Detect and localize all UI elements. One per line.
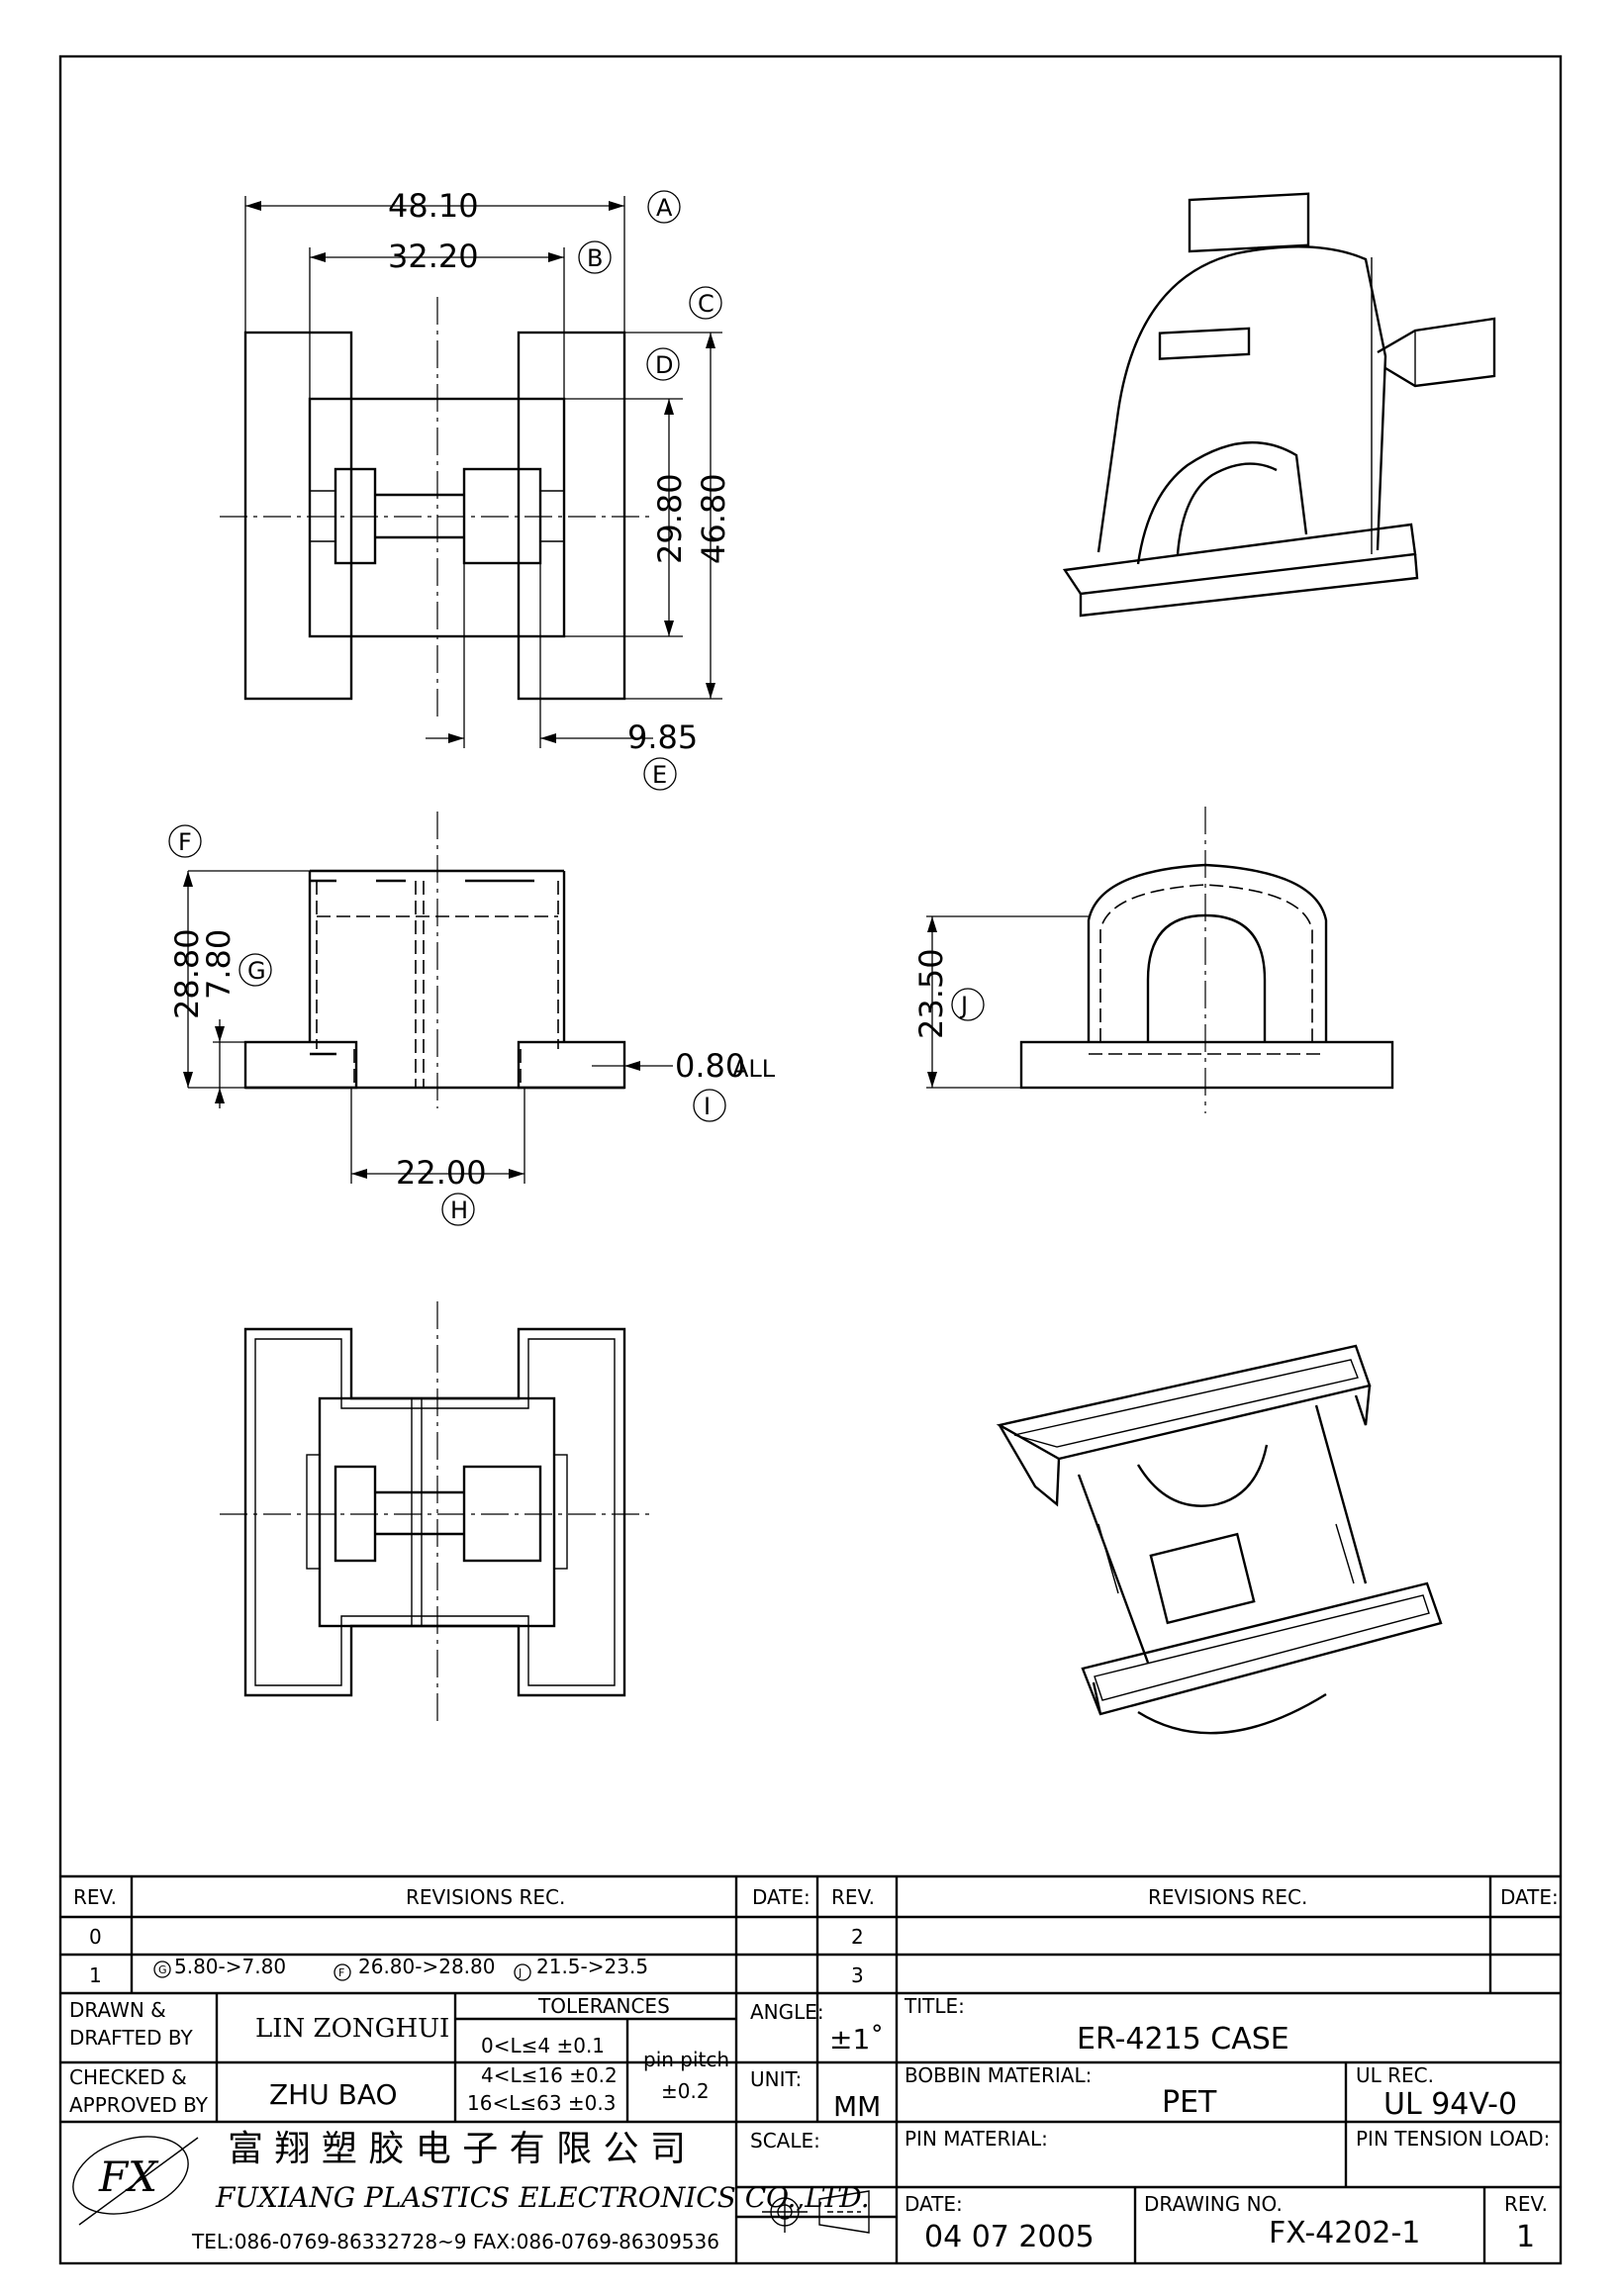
- dim-28-80: 28.80: [168, 928, 206, 1019]
- drawn-label-2: DRAFTED BY: [69, 2026, 194, 2050]
- title-block: DRAWN & DRAFTED BY LIN ZONGHUI CHECKED &…: [60, 1993, 1561, 2263]
- pin-material-label: PIN MATERIAL:: [905, 2127, 1048, 2151]
- scale-label: SCALE:: [750, 2129, 820, 2152]
- dim-46-80: 46.80: [695, 473, 732, 564]
- checked-label-1: CHECKED &: [69, 2065, 187, 2089]
- title-label: TITLE:: [904, 1994, 965, 2018]
- dim-23-50: 23.50: [912, 948, 950, 1039]
- logo-fx: FX: [98, 2152, 159, 2201]
- unit-label: UNIT:: [750, 2067, 802, 2091]
- rev1-f-mark: F: [338, 1966, 344, 1979]
- bobbin-material-label: BOBBIN MATERIAL:: [905, 2063, 1092, 2087]
- callout-g: G: [247, 957, 266, 985]
- rev1-g-text: 5.80->7.80: [174, 1955, 286, 1978]
- rev-header-right: REV.: [831, 1885, 875, 1909]
- dim-29-80: 29.80: [651, 473, 689, 564]
- iso-view-bottom: [996, 1344, 1443, 1735]
- callout-i: I: [704, 1093, 711, 1120]
- rev-row-3: 3: [851, 1963, 864, 1987]
- side-view: 23.50 J: [912, 807, 1394, 1113]
- angle-value: ±1˚: [829, 2023, 884, 2056]
- rev-header-left: REV.: [73, 1885, 117, 1909]
- callout-f: F: [178, 828, 192, 856]
- dim-22-00: 22.00: [396, 1154, 487, 1192]
- date-label: DATE:: [905, 2192, 963, 2216]
- projection-symbol: [762, 2190, 870, 2234]
- rev1-g-mark: G: [158, 1963, 167, 1976]
- tol-2: 4<L≤16 ±0.2: [481, 2063, 618, 2087]
- dim-32-20: 32.20: [388, 238, 479, 275]
- dim-0-80: 0.80: [675, 1047, 745, 1085]
- dim-7-80: 7.80: [200, 929, 238, 1000]
- rev-row-1: 1: [89, 1963, 102, 1987]
- company-contact: TEL:086-0769-86332728~9 FAX:086-0769-863…: [191, 2230, 719, 2253]
- rev-row-2: 2: [851, 1925, 864, 1949]
- date-header-right: DATE:: [1500, 1885, 1559, 1909]
- callout-b: B: [587, 244, 603, 272]
- drawing-no-value: FX-4202-1: [1269, 2216, 1420, 2250]
- pin-pitch-label: pin pitch: [643, 2048, 729, 2071]
- callout-h: H: [450, 1196, 468, 1224]
- company-name-cn: 富 翔 塑 胶 电 子 有 限 公 司: [228, 2129, 686, 2169]
- tolerances-header: TOLERANCES: [537, 1994, 670, 2018]
- bottom-view: [220, 1301, 653, 1722]
- date-value: 04 07 2005: [924, 2220, 1095, 2254]
- bobbin-material-value: PET: [1162, 2085, 1217, 2120]
- pin-tension-label: PIN TENSION LOAD:: [1356, 2127, 1550, 2151]
- sheet-frame: [58, 54, 1563, 2265]
- drawn-label-1: DRAWN &: [69, 1998, 166, 2022]
- callout-c: C: [698, 290, 715, 318]
- callout-e: E: [652, 761, 667, 789]
- rec-header-right: REVISIONS REC.: [1148, 1885, 1307, 1909]
- rev-row-0: 0: [89, 1925, 102, 1949]
- rev-value: 1: [1516, 2220, 1535, 2254]
- iso-view-top: [1062, 192, 1496, 618]
- rev1-f-text: 26.80->28.80: [358, 1955, 496, 1978]
- dim-9-85: 9.85: [627, 718, 698, 756]
- callout-a: A: [656, 194, 673, 222]
- drawn-name: LIN ZONGHUI: [255, 2014, 449, 2044]
- angle-label: ANGLE:: [750, 2000, 824, 2024]
- revisions-table: REV. REVISIONS REC. DATE: REV. REVISIONS…: [60, 1874, 1561, 1995]
- dim-48-10: 48.10: [388, 187, 479, 225]
- company-name-en: FUXIANG PLASTICS ELECTRONICS CO.,LTD.: [215, 2181, 870, 2214]
- rev1-j-text: 21.5->23.5: [536, 1955, 648, 1978]
- checked-name: ZHU BAO: [269, 2078, 398, 2111]
- front-view: 28.80 F 7.80 G 0.80 ALL I 22.00 H: [168, 812, 776, 1226]
- company-logo: FX: [72, 2136, 199, 2226]
- date-header-left: DATE:: [752, 1885, 810, 1909]
- rec-header-left: REVISIONS REC.: [406, 1885, 565, 1909]
- callout-d: D: [655, 351, 673, 379]
- dim-all-label: ALL: [732, 1055, 776, 1083]
- ul-rec-label: UL REC.: [1356, 2063, 1434, 2087]
- title-value: ER-4215 CASE: [1077, 2022, 1289, 2057]
- rev-label: REV.: [1504, 2192, 1548, 2216]
- pin-pitch-value: ±0.2: [661, 2079, 710, 2103]
- checked-label-2: APPROVED BY: [69, 2093, 209, 2117]
- tol-1: 0<L≤4 ±0.1: [481, 2034, 605, 2057]
- drawing-no-label: DRAWING NO.: [1144, 2192, 1283, 2216]
- top-view: 48.10 A 32.20 B 46.80 C 29.80 D 9.85: [220, 187, 732, 791]
- ul-rec-value: UL 94V-0: [1383, 2087, 1517, 2122]
- unit-value: MM: [833, 2090, 881, 2123]
- callout-j: J: [959, 992, 968, 1019]
- rev1-j-mark: J: [518, 1966, 522, 1979]
- tol-3: 16<L≤63 ±0.3: [467, 2091, 616, 2115]
